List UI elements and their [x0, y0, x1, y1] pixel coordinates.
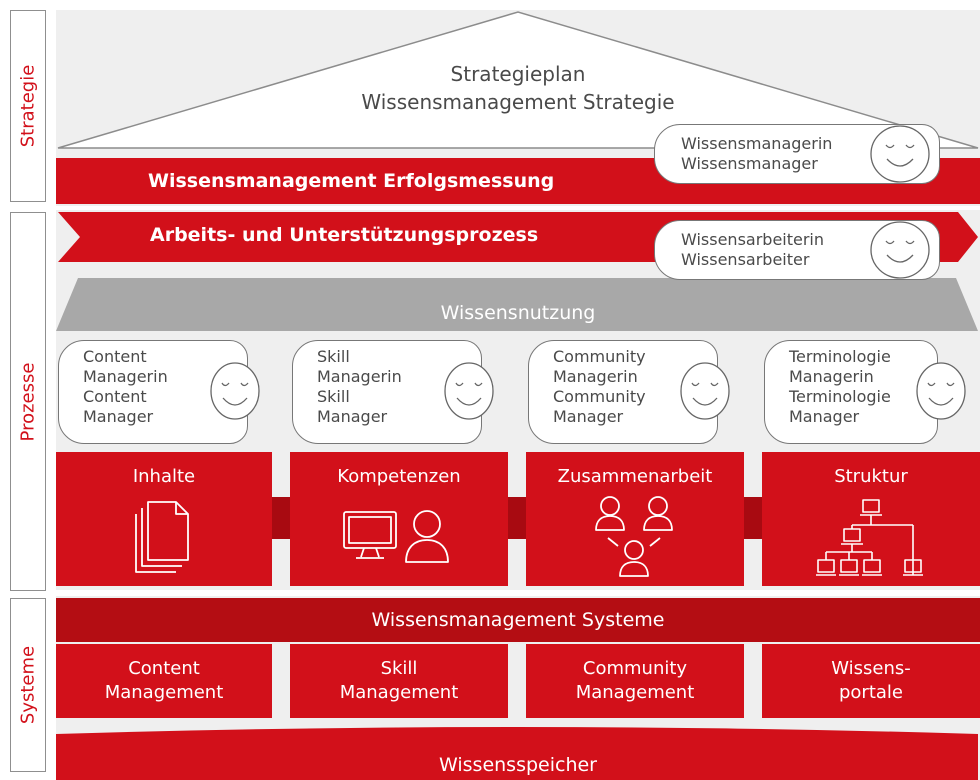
category-struktur: Struktur — [762, 452, 980, 586]
strategy-plan-line1: Strategieplan — [450, 62, 586, 86]
community-manager-text: Community Managerin Community Manager — [553, 347, 646, 426]
strategy-plan-title: Strategieplan Wissensmanagement Strategi… — [318, 58, 718, 118]
category-kompetenzen-title: Kompetenzen — [337, 466, 461, 487]
computer-network-icon — [816, 499, 923, 576]
knowledge-management-systems-bar: Wissensmanagement Systeme — [56, 598, 980, 642]
processes-side-label: Prozesse — [17, 362, 39, 441]
skill-manager-text: Skill Managerin Skill Manager — [317, 347, 402, 426]
strategy-side-box: Strategie — [10, 10, 46, 202]
systems-side-box: Systeme — [10, 598, 46, 772]
content-manager-bubble: Content Managerin Content Manager — [58, 340, 260, 444]
content-manager-text: Content Managerin Content Manager — [83, 347, 168, 426]
smiley-face-icon — [870, 221, 930, 279]
system-knowledge-portals: Wissens- portale — [762, 644, 980, 718]
smiley-face-icon — [916, 362, 966, 420]
knowledge-manager-text: Wissensmanagerin Wissensmanager — [681, 134, 833, 173]
smiley-face-icon — [680, 362, 730, 420]
people-network-icon — [595, 496, 673, 577]
knowledge-manager-bubble: Wissensmanagerin Wissensmanager — [654, 124, 940, 184]
smiley-face-icon — [444, 362, 494, 420]
strategy-roof-graphic — [57, 11, 979, 149]
systems-side-label: Systeme — [17, 645, 39, 725]
community-manager-bubble: Community Managerin Community Manager — [528, 340, 730, 444]
terminology-manager-bubble: Terminologie Managerin Terminologie Mana… — [764, 340, 966, 444]
process-arrow-label: Arbeits- und Unterstützungsprozess — [150, 224, 539, 246]
knowledge-worker-bubble: Wissensarbeiterin Wissensarbeiter — [654, 220, 940, 280]
knowledge-storage-cylinder — [56, 727, 978, 780]
success-measurement-label: Wissensmanagement Erfolgsmessung — [148, 170, 555, 192]
category-inhalte: Inhalte — [56, 452, 272, 586]
category-zusammenarbeit: Zusammenarbeit — [526, 452, 744, 586]
category-kompetenzen: Kompetenzen — [290, 452, 508, 586]
category-zusammenarbeit-title: Zusammenarbeit — [557, 466, 713, 487]
category-struktur-title: Struktur — [834, 466, 908, 487]
system-community-management: Community Management — [526, 644, 744, 718]
knowledge-worker-text: Wissensarbeiterin Wissensarbeiter — [681, 230, 825, 269]
knowledge-storage-label: Wissensspeicher — [439, 754, 597, 776]
terminology-manager-text: Terminologie Managerin Terminologie Mana… — [789, 347, 891, 426]
skill-manager-bubble: Skill Managerin Skill Manager — [292, 340, 494, 444]
category-inhalte-title: Inhalte — [132, 466, 196, 487]
smiley-face-icon — [870, 125, 930, 183]
strategy-plan-line2: Wissensmanagement Strategie — [361, 90, 675, 114]
monitor-person-icon — [343, 510, 449, 563]
processes-side-box: Prozesse — [10, 212, 46, 591]
system-content-management: Content Management — [56, 644, 272, 718]
documents-icon — [135, 501, 189, 573]
system-skill-management: Skill Management — [290, 644, 508, 718]
knowledge-usage-label: Wissensnutzung — [440, 302, 596, 324]
smiley-face-icon — [210, 362, 260, 420]
